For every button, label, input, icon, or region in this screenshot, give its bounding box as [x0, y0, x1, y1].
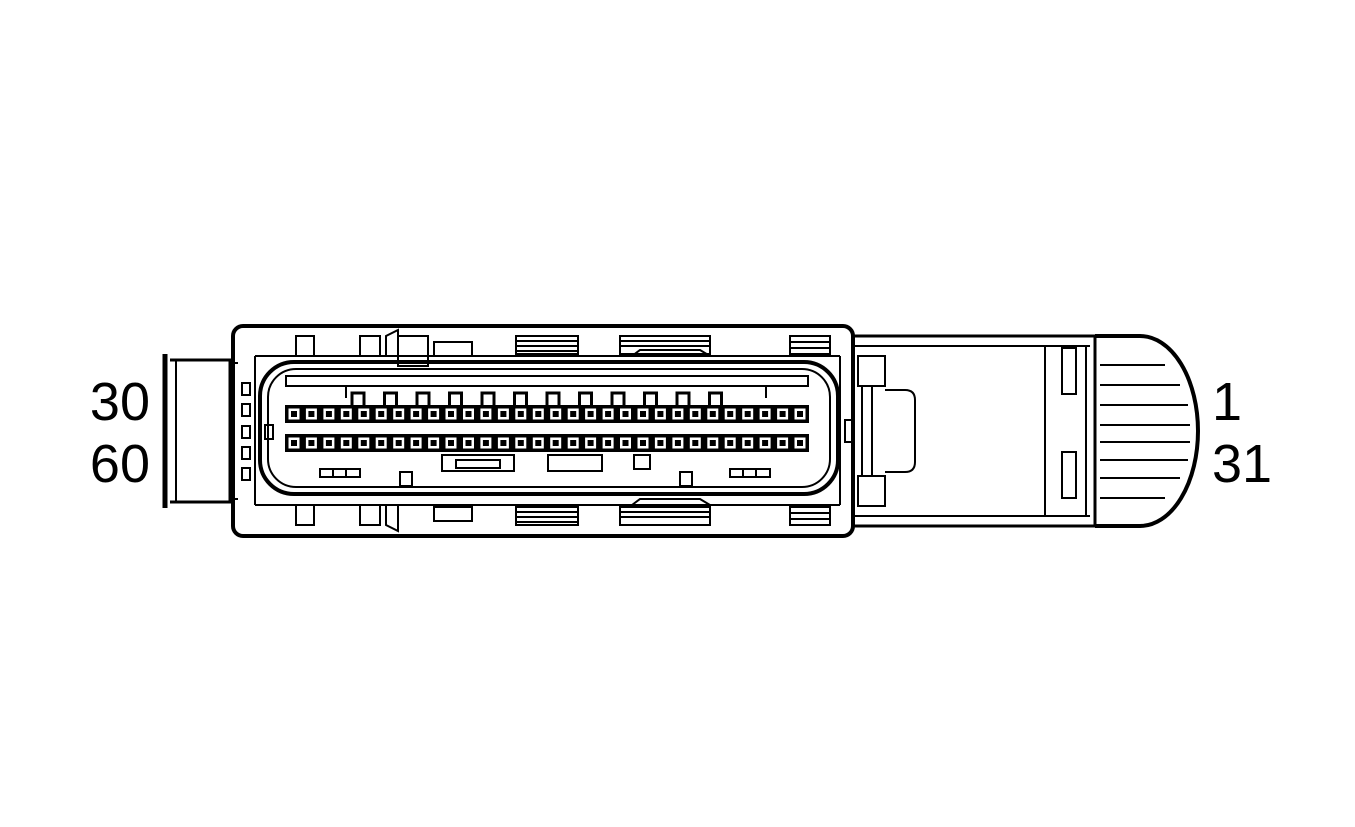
pin-cavity-center: [325, 411, 332, 417]
pin-row-bottom: [285, 434, 809, 452]
terminal-lock-tab: [415, 391, 431, 405]
pin-cavity-center: [622, 411, 629, 417]
pin-cavity-center: [535, 440, 542, 446]
pin-cavity-center: [465, 440, 472, 446]
terminal-lock-tab: [448, 391, 463, 405]
pin-cavity-center: [500, 411, 507, 417]
pin-cavity-center: [570, 440, 577, 446]
pin-cavity-center: [308, 440, 315, 446]
pin-cavity-center: [727, 411, 734, 417]
pin-cavity-center: [517, 440, 524, 446]
terminal-lock-tab: [578, 391, 593, 405]
terminal-lock-tab: [513, 391, 528, 405]
pin-cavity-center: [308, 411, 315, 417]
terminal-lock-tab: [480, 391, 496, 405]
terminal-lock-tab: [350, 391, 366, 405]
pin-cavity-center: [552, 440, 559, 446]
pin-cavity-center: [640, 440, 646, 446]
cavity-features: [319, 454, 771, 487]
pin-cavity-center: [378, 411, 385, 417]
terminal-locks: [350, 391, 723, 405]
pin-cavity-center: [605, 411, 612, 417]
pin-cavity-center: [727, 440, 734, 446]
pin-cavity-center: [797, 411, 803, 417]
pin-cavity-center: [517, 411, 524, 417]
pin-cavity-center: [674, 440, 681, 446]
pin-cavity-center: [709, 411, 716, 417]
pin-cavity-center: [657, 411, 664, 417]
pin-cavity-center: [291, 440, 297, 446]
end-cap: [1095, 334, 1200, 528]
pin-cavity-center: [622, 440, 629, 446]
pin-cavity-center: [465, 411, 472, 417]
pin-label-31: 31: [1212, 434, 1272, 494]
pin-row-top: [285, 405, 809, 423]
pin-cavity-center: [430, 440, 437, 446]
pin-cavity-center: [325, 440, 332, 446]
pin-cavity-center: [360, 440, 367, 446]
terminal-lock-tab: [610, 391, 626, 405]
connector-drawing: [162, 324, 1200, 538]
pin-cavity-center: [430, 411, 437, 417]
pin-label-1: 1: [1212, 372, 1242, 432]
pin-cavity-center: [779, 440, 786, 446]
pin-cavity-center: [692, 411, 699, 417]
pin-cavity-center: [378, 440, 385, 446]
pin-cavity-center: [482, 440, 489, 446]
pin-label-30: 30: [90, 372, 150, 432]
pin-cavity-center: [587, 411, 594, 417]
pin-cavity-center: [605, 440, 612, 446]
pin-cavity-center: [797, 440, 803, 446]
pin-cavity-center: [762, 411, 769, 417]
pin-cavity-center: [395, 411, 402, 417]
pin-cavity-center: [482, 411, 489, 417]
lock-slider: [853, 334, 1097, 528]
terminal-lock-tab: [708, 391, 723, 405]
pin-cavity-center: [413, 411, 420, 417]
pin-cavity-center: [413, 440, 420, 446]
pin-label-60: 60: [90, 434, 150, 494]
pin-cavity-center: [535, 411, 542, 417]
pin-cavity-center: [779, 411, 786, 417]
pin-cavity-center: [395, 440, 402, 446]
pin-cavity-center: [709, 440, 716, 446]
pin-cavity-center: [552, 411, 559, 417]
pin-cavity-center: [587, 440, 594, 446]
pin-cavity-center: [448, 411, 454, 417]
pin-cavity: [258, 360, 840, 496]
terminal-lock-tab: [643, 391, 658, 405]
pin-cavity-center: [570, 411, 577, 417]
terminal-lock-tab: [383, 391, 398, 405]
pin-cavity-center: [640, 411, 646, 417]
connector-housing: [231, 324, 855, 538]
pin-cavity-center: [692, 440, 699, 446]
pin-cavity-center: [657, 440, 664, 446]
pin-cavity-center: [744, 440, 751, 446]
pin-cavity-center: [500, 440, 507, 446]
pin-cavity-center: [674, 411, 681, 417]
pin-cavity-center: [343, 440, 350, 446]
pin-cavity-center: [291, 411, 297, 417]
pin-cavity-center: [448, 440, 454, 446]
pin-cavity-center: [762, 440, 769, 446]
pin-cavity-center: [360, 411, 367, 417]
terminal-lock-tab: [675, 391, 691, 405]
pin-cavity-center: [343, 411, 350, 417]
pin-cavity-center: [744, 411, 751, 417]
left-seal: [162, 354, 251, 508]
terminal-lock-tab: [545, 391, 561, 405]
